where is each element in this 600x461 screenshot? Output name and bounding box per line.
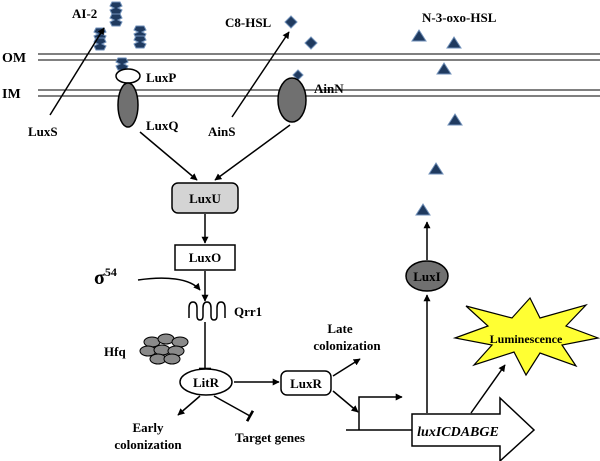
oxo-hsl-molecules [411, 29, 463, 216]
luxq-receptor [117, 82, 139, 128]
luxp-receptor [115, 68, 141, 84]
oxo-hsl-molecule-icon [446, 36, 462, 49]
operon-block-arrow [411, 396, 536, 461]
qrr1-label: Qrr1 [234, 304, 262, 319]
luminescence-star-icon [452, 296, 600, 377]
luxi-label: LuxI [413, 269, 440, 284]
luxu-label: LuxU [189, 191, 221, 206]
sigma-symbol: σ [94, 267, 105, 289]
ai2-molecule-icon [109, 13, 123, 27]
operon-to-luminescence-arrow [470, 364, 506, 414]
ai2-label: AI-2 [72, 6, 97, 21]
oxo-hsl-molecule-icon [411, 29, 427, 42]
litr-label: LitR [193, 375, 220, 390]
late-colonization-label-line2: colonization [313, 338, 381, 353]
ainn-label: AinN [314, 81, 344, 96]
ainn-receptor [277, 77, 307, 123]
luxq-label: LuxQ [146, 118, 179, 133]
hfq-complex-icon [139, 333, 189, 365]
ai2-molecule-icon [133, 35, 147, 49]
im-label: IM [2, 87, 21, 102]
litr-ellipse [179, 368, 233, 396]
qrr1-srna-icon [188, 301, 226, 321]
luxr-box [280, 370, 332, 396]
luxo-box [174, 244, 236, 271]
hfq-label: Hfq [104, 344, 126, 359]
luxr-to-late-arrow [332, 358, 361, 377]
oxo-hsl-molecule-icon [436, 62, 452, 75]
operon-label: luxICDABGE [417, 425, 499, 440]
ains-label: AinS [208, 124, 235, 139]
promoter-arrow [358, 393, 403, 430]
late-colonization-label-line1: Late [327, 321, 353, 336]
oxo-hsl-molecule-icon [447, 113, 463, 126]
early-colonization-label-line1: Early [132, 420, 164, 435]
oxo-hsl-molecule-icon [428, 162, 444, 175]
sigma54-arrow [137, 277, 201, 291]
ains-arrow [231, 31, 290, 118]
early-colonization-label-line2: colonization [114, 437, 182, 452]
luxs-label: LuxS [28, 124, 58, 139]
luxi-ellipse [405, 260, 449, 292]
luxr-label: LuxR [290, 376, 322, 391]
oxo-hsl-label: N-3-oxo-HSL [422, 10, 497, 25]
ai2-molecule-icon [93, 37, 107, 51]
ainn-to-luxu-arrow [214, 124, 291, 181]
c8hsl-molecule-icon [284, 15, 298, 29]
litr-to-early-arrow [177, 395, 201, 416]
target-genes-label: Target genes [235, 430, 305, 445]
luxq-to-luxu-arrow [139, 131, 198, 181]
c8hsl-molecule-icon [304, 36, 318, 50]
ai2-molecule-icon [109, 1, 123, 15]
luxu-box [171, 182, 239, 214]
c8hsl-molecules [284, 15, 318, 81]
luxo-label: LuxO [189, 250, 222, 265]
outer-membrane [38, 53, 600, 61]
sigma54-label: σ54 [94, 265, 117, 289]
luminescence-label: Luminescence [490, 332, 563, 346]
litr-inhibits-target-genes [213, 395, 255, 422]
luxp-label: LuxP [146, 70, 176, 85]
luxs-arrow [49, 27, 105, 116]
ai2-bound-icon [115, 57, 129, 71]
om-label: OM [2, 51, 26, 66]
luxr-to-promoter-arrow [332, 390, 359, 413]
oxo-hsl-molecule-icon [415, 203, 431, 216]
c8hsl-label: C8-HSL [225, 15, 272, 30]
sigma-superscript: 54 [105, 265, 117, 279]
